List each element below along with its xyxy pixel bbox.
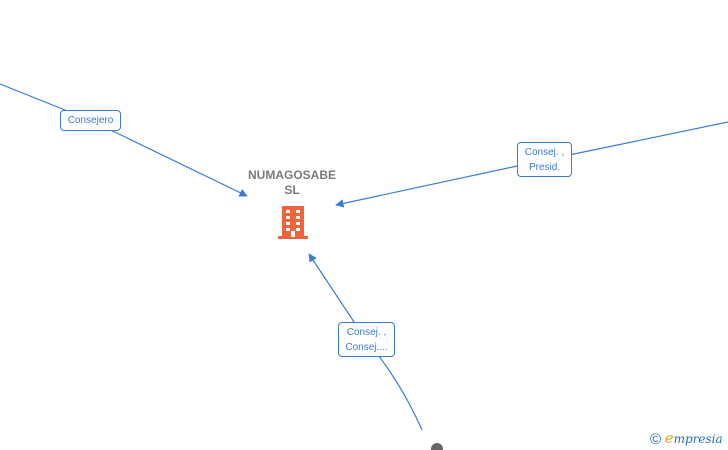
copyright-symbol: ©	[650, 431, 662, 448]
company-name-line1: NUMAGOSABE	[247, 168, 336, 182]
relation-label-line: Presid.	[528, 162, 561, 173]
edge-consejero[interactable]	[0, 83, 248, 197]
person-node[interactable]	[431, 443, 443, 450]
relation-label-line: Consej....	[345, 342, 388, 353]
logo-text: mpresia	[673, 432, 723, 446]
company-name-line2: SL	[284, 183, 300, 197]
relation-label-line: Consejero	[67, 115, 114, 126]
company-name[interactable]: NUMAGOSABE SL	[232, 168, 352, 198]
logo-letter: e	[664, 429, 674, 447]
relation-label-consej-consej[interactable]: Consej. , Consej....	[338, 322, 395, 357]
relation-label-consejero[interactable]: Consejero	[60, 110, 121, 131]
relation-label-line: Consej. ,	[346, 327, 387, 338]
relation-label-line: Consej. ,	[524, 147, 565, 158]
relation-label-consej-presid[interactable]: Consej. , Presid.	[517, 142, 572, 177]
building-icon[interactable]	[276, 204, 310, 240]
empresia-logo[interactable]: © empresia	[650, 429, 723, 448]
